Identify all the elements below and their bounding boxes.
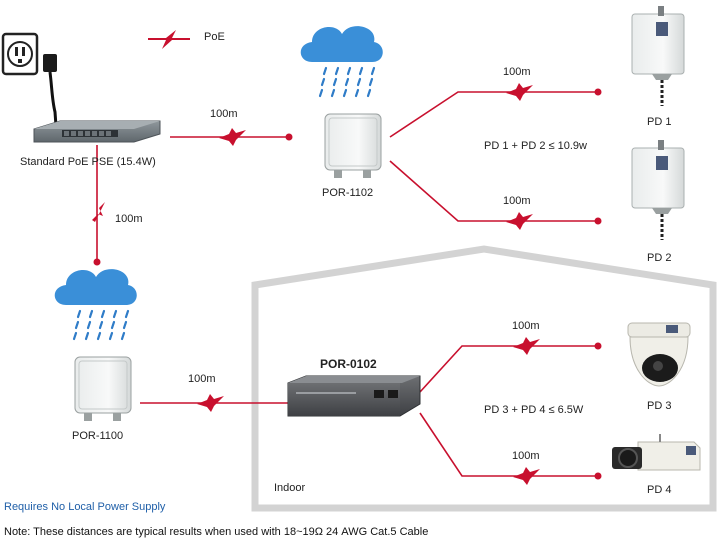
distance-pd3: 100m	[512, 320, 540, 332]
power-budget-pd12: PD 1 + PD 2 ≤ 10.9w	[484, 140, 587, 152]
bolt-icon-pse-1102	[219, 128, 246, 146]
dome-camera-icon	[627, 322, 691, 387]
distance-pse-1100: 100m	[115, 213, 143, 225]
distance-pd2: 100m	[503, 195, 531, 207]
pd1-label: PD 1	[647, 116, 672, 128]
poe-switch-icon	[33, 120, 161, 143]
indoor-label: Indoor	[274, 482, 306, 494]
bolt-icon-pd1	[506, 83, 533, 101]
requires-no-power-note: Requires No Local Power Supply	[4, 501, 166, 513]
pd4-label: PD 4	[647, 484, 672, 496]
por-0102-label: POR-0102	[320, 357, 377, 371]
por-1100-device-icon	[74, 356, 132, 421]
bolt-icon-pd3	[513, 337, 540, 355]
outdoor-access-point-icon	[631, 6, 685, 106]
distance-pse-1102: 100m	[210, 108, 238, 120]
bolt-icon-pd2	[506, 212, 533, 230]
rain-cloud-icon	[54, 269, 137, 341]
pd3-label: PD 3	[647, 400, 672, 412]
outdoor-access-point-icon	[631, 140, 685, 240]
power-budget-pd34: PD 3 + PD 4 ≤ 6.5W	[484, 404, 584, 416]
por-1102-label: POR-1102	[322, 187, 374, 199]
pse-label: Standard PoE PSE (15.4W)	[20, 156, 156, 168]
distance-1100-0102: 100m	[188, 373, 216, 385]
rain-cloud-icon	[300, 26, 383, 98]
por-1102-device-icon	[324, 113, 382, 178]
bolt-icon-pse-1100	[92, 202, 105, 222]
bolt-icon-1100-0102	[197, 394, 224, 412]
connection-endpoints	[93, 88, 602, 480]
poe-legend-bolt-icon	[148, 30, 190, 49]
indoor-zone-outline	[251, 245, 717, 512]
por-1100-label: POR-1100	[72, 430, 124, 442]
distance-footnote: Note: These distances are typical result…	[4, 526, 429, 538]
por-0102-device-icon	[287, 375, 421, 417]
power-plug-icon	[43, 54, 58, 127]
distance-pd4: 100m	[512, 450, 540, 462]
poe-legend-label: PoE	[204, 31, 225, 43]
bolt-icon-pd4	[513, 467, 540, 485]
box-camera-icon	[612, 434, 701, 471]
power-outlet-icon	[1, 32, 39, 76]
pd2-label: PD 2	[647, 252, 672, 264]
distance-pd1: 100m	[503, 66, 531, 78]
poe-bolt-icons	[92, 30, 540, 485]
